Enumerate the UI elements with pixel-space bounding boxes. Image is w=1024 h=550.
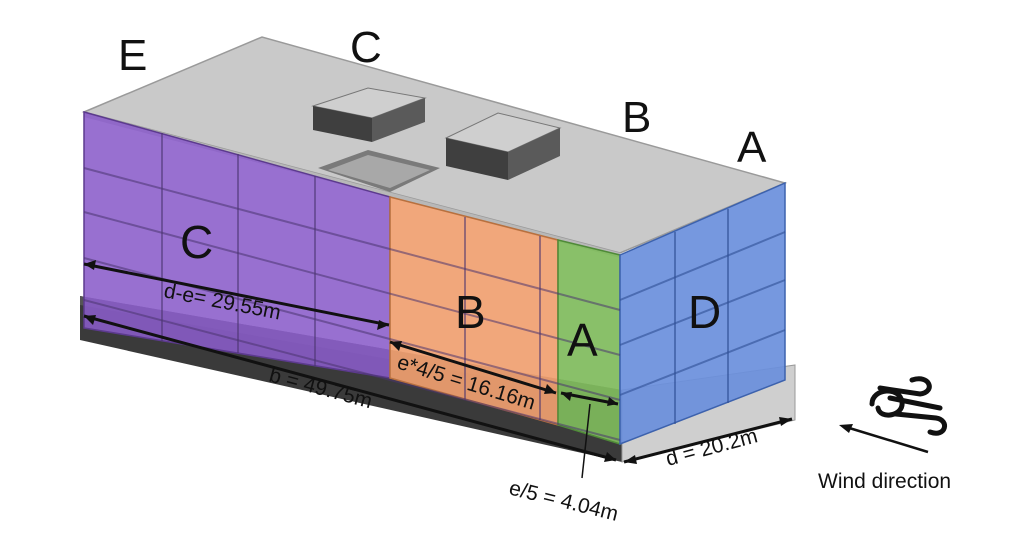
dimension-line-e-fifth — [560, 391, 619, 479]
roof-box-right — [444, 112, 562, 180]
facade-zone-d-label: D — [688, 286, 721, 338]
wind-direction-label: Wind direction — [818, 470, 951, 493]
facade-zone-a-label: A — [567, 314, 598, 366]
wind-icon — [869, 376, 947, 436]
dimension-line-b — [83, 314, 617, 462]
roof-zone-c-label: C — [350, 23, 382, 72]
dimension-line-d — [623, 417, 793, 464]
roof-box-left — [311, 87, 427, 142]
dimension-line-e-four-fifths — [389, 340, 557, 395]
dimension-label-e-fifth: e/5 = 4.04m — [507, 477, 621, 526]
side-facade-grid-lines — [619, 209, 786, 424]
wind-direction-arrow — [839, 424, 929, 454]
facade-grid-lines — [83, 133, 621, 441]
roof-zone-b-label: B — [622, 93, 651, 142]
facade-zone-b-label: B — [455, 286, 486, 338]
roof-zone-e-label: E — [118, 31, 147, 80]
facade-zone-c-label: C — [180, 216, 213, 268]
dimension-line-d-minus-e — [83, 260, 390, 330]
roof-zone-a-label: A — [737, 123, 767, 172]
